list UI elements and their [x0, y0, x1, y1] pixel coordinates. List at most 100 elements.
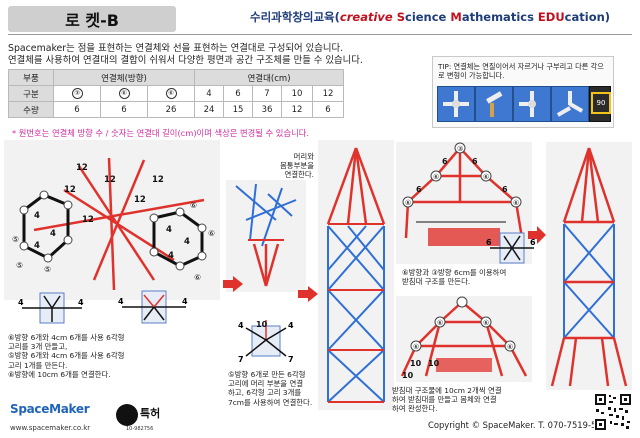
connector-label: ⑤ [16, 261, 23, 270]
length-label: 4 [238, 321, 244, 330]
table-cell: 구분 [8, 85, 54, 102]
length-label: 6 [416, 185, 422, 194]
connector-label: ⑥ [513, 199, 519, 207]
title-divider [8, 34, 632, 35]
length-label: 4 [34, 241, 40, 251]
length-label: 12 [64, 185, 76, 195]
caption-line: 고리를 3개 만들고, [8, 342, 68, 352]
caption-step-2: 머리와 몸통부분을 연결한다. [258, 152, 314, 180]
table-cell: 15 [223, 101, 253, 118]
brand-cation: cation) [564, 10, 611, 24]
photo-final-rocket [546, 142, 632, 390]
brand-line: 수리과학창의교육(creative Science Mathematics ED… [250, 9, 610, 25]
brand-m: M [450, 10, 462, 24]
table-cell: ③ [53, 85, 101, 102]
caption-line: 받침대 구조물에 10cm 2개씩 연결 [392, 386, 502, 395]
table-row: 수량 6 6 26 24 15 36 12 6 [8, 101, 344, 118]
qr-code-icon [594, 393, 632, 431]
table-cell: 연결대(cm) [194, 69, 344, 86]
brand-cience: cience [405, 10, 451, 24]
photo-step-3-body [318, 140, 394, 410]
connector-label: ⑥ [190, 201, 197, 210]
connector-cross-icon [443, 91, 469, 117]
intro-line-1: Spacemaker는 점을 표현하는 연결체와 선을 표현하는 연결대로 구성… [8, 43, 344, 54]
table-cell: 6 [100, 101, 148, 118]
rocket-body-illustration [326, 147, 386, 403]
connector-diagram-5way: 4 4 [16, 292, 88, 326]
caption-line: 하고, 6각형 고리 3개를 [228, 388, 302, 398]
caption-line: ⑤방향 6개로 만든 6각형 [228, 370, 306, 379]
connector-type: ③ [71, 88, 83, 99]
table-cell: 26 [147, 101, 195, 118]
table-cell: 10 [281, 85, 313, 102]
connector-label: ⑥ [437, 319, 443, 327]
brand-korean: 수리과학창의교육( [250, 10, 340, 24]
brand-creative: creative [339, 10, 397, 24]
length-label: 4 [118, 297, 124, 306]
table-cell: 6 [53, 101, 101, 118]
connector-5way-icon: 4 4 [18, 292, 84, 324]
connector-label: ⑥ [405, 199, 411, 207]
caption-step-1: ⑥방향 6개와 4cm 6개를 사용 6각형 고리를 3개 만들고, ⑤방향 6… [8, 333, 124, 379]
connector-bent-icon [556, 91, 584, 117]
caption-line: ⑥방향에 10cm 6개를 연결한다. [8, 369, 111, 379]
caption-step-5: 받침대 구조물에 10cm 2개씩 연결 하여 받침대를 만들고 몸체와 연결 … [392, 386, 502, 414]
caption-line: 몸통부분을 [280, 161, 314, 171]
connector-diagram-base: 6 6 [486, 232, 538, 266]
length-label: 10 [402, 371, 414, 380]
length-label: 6 [502, 185, 508, 194]
base-legs-illustration: ⑥ ⑥ ⑥ ⑥ 10 10 10 [400, 296, 528, 380]
photo-step-1: 12 12 12 12 12 12 4 4 4 4 4 4 ⑤ ⑤ ⑤ ⑥ ⑥ … [4, 140, 220, 300]
length-label: 12 [134, 195, 146, 205]
brand-athematics: athematics [461, 10, 538, 24]
caption-step-4: ⑥방향과 ③방향 6cm를 이용하여 받침대 구조를 만든다. [402, 268, 506, 286]
caption-line: 하여 완성한다. [392, 404, 438, 414]
tip-photo-cut [475, 86, 513, 122]
copyright-text: Copyright © SpaceMaker. T. 070-7519-5475 [428, 420, 613, 430]
length-label: 6 [472, 157, 478, 166]
length-label: 12 [82, 215, 94, 225]
connector-trimmed-icon [519, 91, 536, 117]
brand-s: S [396, 10, 405, 24]
connector-label: ⑥ [413, 343, 419, 351]
page-title: 로 켓-B [8, 6, 176, 32]
length-label: 4 [78, 298, 84, 307]
brand-edu: EDU [537, 10, 565, 24]
caption-line: 고리 1개를 만든다. [8, 360, 68, 370]
table-cell: 36 [252, 101, 282, 118]
arrow-right-icon [223, 276, 243, 292]
table-cell: 부품 [8, 69, 54, 86]
tip-photo-trimmed [513, 86, 551, 122]
table-cell: 4 [194, 85, 224, 102]
table-cell: 6 [223, 85, 253, 102]
length-label: 6 [442, 157, 448, 166]
length-label: 12 [152, 175, 164, 185]
website-url: www.spacemaker.co.kr [10, 424, 91, 432]
tip-photo-connector [437, 86, 475, 122]
tip-text: TIP: 연결체는 연질이어서 자르거나 구부리고 다른 각으로 변형이 가능합… [438, 62, 604, 80]
connector-label: ③ [457, 145, 463, 153]
length-label: 12 [76, 163, 88, 173]
angle-label: 90 [591, 92, 611, 114]
caption-line: ⑥방향과 ③방향 6cm를 이용하여 [402, 268, 507, 277]
connector-label: ⑥ [194, 273, 201, 282]
connector-label: ⑥ [433, 173, 439, 181]
table-row: 구분 ③ ⑥ ⑥ 4 6 7 10 12 [8, 85, 344, 102]
final-rocket-illustration [550, 147, 628, 387]
table-cell: 12 [281, 101, 313, 118]
caption-step-3: ⑤방향 6개로 만든 6각형 고리에 머리 부분을 연결 하고, 6각형 고리 … [228, 370, 312, 407]
length-label: 10 [410, 359, 422, 368]
caption-line: 하여 받침대를 만들고 몸체와 연결 [392, 395, 497, 405]
caption-line: 받침대 구조를 만든다. [402, 277, 471, 287]
connector-6way-icon: 4 4 [118, 290, 188, 324]
arrow-right-icon [298, 286, 318, 302]
length-label: 4 [50, 229, 56, 239]
table-cell: 6 [312, 101, 344, 118]
nose-cone-illustration [235, 183, 297, 287]
connector-label: ⑥ [483, 173, 489, 181]
legend-note: * 원번호는 연결체 방향 수 / 숫자는 연결대 길이(cm)이며 색상은 변… [12, 128, 309, 138]
length-label: 10 [256, 320, 268, 329]
table-cell: 수량 [8, 101, 54, 118]
caption-line: ⑥방향 6개와 4cm 6개를 사용 6각형 [8, 333, 125, 342]
connector-cut-icon [486, 91, 503, 117]
